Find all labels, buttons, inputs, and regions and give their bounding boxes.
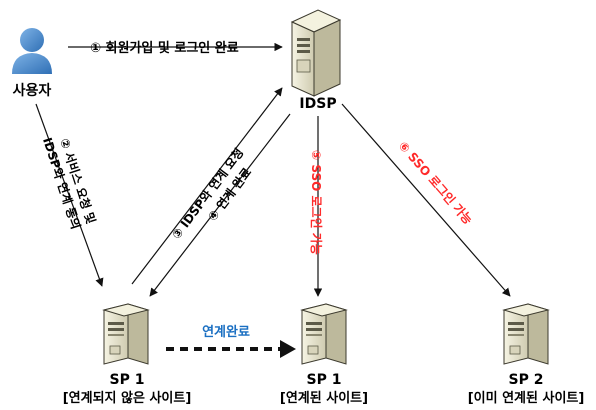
step1-label: ① 회원가입 및 로그인 완료 <box>90 40 239 56</box>
step2-arrow <box>35 103 104 287</box>
step6-label: ⑥ SSO 로그인 가능 <box>396 138 476 227</box>
user-label: 사용자 <box>13 83 52 99</box>
tower-server-icon <box>290 9 342 97</box>
sp1-before-sub: [연계되지 않은 사이트] <box>63 390 192 406</box>
step5-label: ⑤ SSO 로그인 가능 <box>309 150 324 255</box>
sp1-after-sub: [연계된 사이트] <box>280 390 368 406</box>
sp1-before-name: SP 1 <box>110 372 145 388</box>
step3-arrow <box>131 87 283 285</box>
server-icon <box>301 303 347 365</box>
idsp-label: IDSP <box>299 96 336 112</box>
step4-arrow <box>149 113 291 297</box>
sp2-sub: [이미 연계된 사이트] <box>468 390 585 406</box>
server-icon <box>103 303 149 365</box>
server-icon <box>503 303 549 365</box>
user-icon <box>12 28 52 74</box>
link-done-arrowhead <box>280 340 296 358</box>
step6-arrow <box>341 103 511 297</box>
sp2-name: SP 2 <box>509 372 544 388</box>
sp1-after-name: SP 1 <box>307 372 342 388</box>
link-done-label: 연계완료 <box>202 325 250 340</box>
